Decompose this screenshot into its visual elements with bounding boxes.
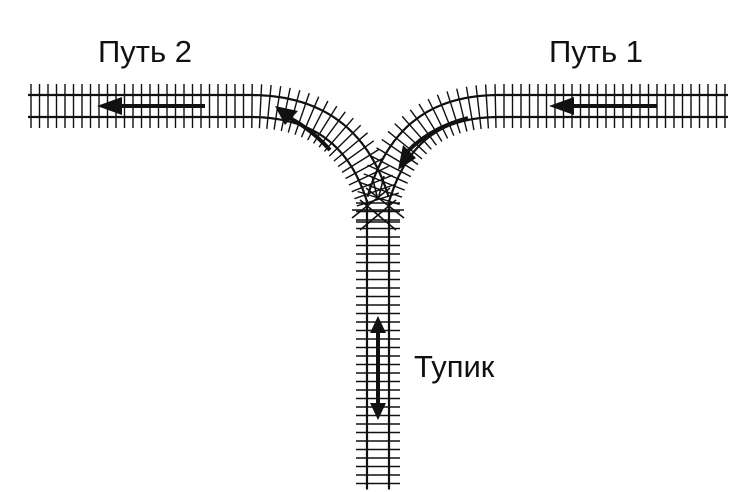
sleeper (465, 86, 475, 131)
sleeper (427, 98, 449, 139)
sleeper (323, 117, 354, 152)
track1-rail-left (366, 93, 728, 198)
frog-line (377, 175, 385, 201)
dead-end-label: Тупик (414, 349, 495, 384)
track-1-straight-arrow (549, 97, 657, 115)
sleeper (394, 123, 428, 155)
sleeper (484, 84, 490, 129)
sleeper (328, 124, 362, 157)
sleeper (456, 88, 468, 132)
sleeper (333, 132, 369, 162)
rails (28, 93, 728, 490)
track-1-curve-arrow (398, 116, 469, 170)
track-2-straight-arrow (97, 97, 205, 115)
sleeper (401, 115, 432, 150)
sleeper (258, 84, 263, 129)
sleeper (371, 155, 412, 178)
sleeper (367, 164, 408, 184)
sleeper (294, 92, 310, 135)
arrows (97, 97, 657, 420)
sleeper (418, 103, 443, 142)
sleeper (345, 156, 385, 180)
sleeper (266, 84, 272, 129)
track-2-curve-arrow (275, 106, 332, 152)
sleeper (387, 130, 423, 160)
sleepers (30, 83, 726, 485)
sleeper (436, 94, 455, 136)
track-1-label: Путь 1 (549, 34, 643, 69)
dead-end-double-arrow (370, 316, 386, 420)
track2-rail-right (28, 93, 390, 198)
sleeper (300, 96, 320, 138)
sleeper (475, 85, 482, 130)
frog-line (371, 175, 379, 201)
track-2-label: Путь 2 (98, 34, 192, 69)
sleeper (409, 109, 437, 146)
frog-line (365, 187, 405, 219)
frog-line (359, 199, 397, 231)
sleeper (446, 91, 461, 134)
sleeper (337, 140, 375, 168)
sleeper (376, 147, 415, 172)
sleeper (341, 148, 380, 173)
sleeper (494, 84, 497, 129)
track2-rail-left (28, 115, 369, 204)
frog-line (351, 187, 391, 219)
frog-crossing (351, 175, 405, 231)
track1-rail-right (387, 115, 728, 204)
